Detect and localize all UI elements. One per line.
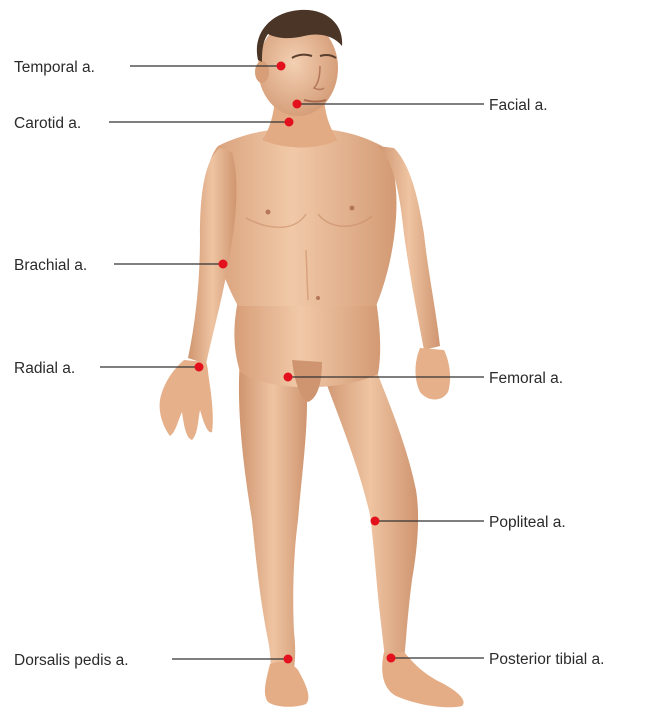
nipple-right (266, 210, 271, 215)
pulse-point-radial (195, 363, 204, 372)
label-carotid: Carotid a. (14, 115, 81, 132)
label-brachial: Brachial a. (14, 257, 87, 274)
label-femoral: Femoral a. (489, 370, 563, 387)
pulse-point-femoral (284, 373, 293, 382)
label-temporal: Temporal a. (14, 59, 95, 76)
label-posterior-tibial: Posterior tibial a. (489, 651, 604, 668)
pulse-point-carotid (285, 118, 294, 127)
label-popliteal: Popliteal a. (489, 514, 566, 531)
label-dorsalis-pedis: Dorsalis pedis a. (14, 652, 129, 669)
pulse-point-temporal (277, 62, 286, 71)
right-leg (239, 360, 307, 684)
pulse-point-dorsalis-pedis (284, 655, 293, 664)
pulse-point-brachial (219, 260, 228, 269)
right-hand (160, 360, 213, 440)
right-foot (265, 662, 308, 707)
pulse-point-posterior-tibial (387, 654, 396, 663)
ear (255, 61, 269, 83)
left-hand (416, 348, 451, 400)
human-figure (160, 10, 464, 707)
label-radial: Radial a. (14, 360, 75, 377)
torso (207, 128, 397, 306)
navel (316, 296, 320, 300)
right-arm (188, 148, 236, 364)
nipple-left (350, 206, 355, 211)
pulse-point-popliteal (371, 517, 380, 526)
label-facial: Facial a. (489, 97, 548, 114)
left-leg (322, 370, 418, 664)
pulse-point-facial (293, 100, 302, 109)
